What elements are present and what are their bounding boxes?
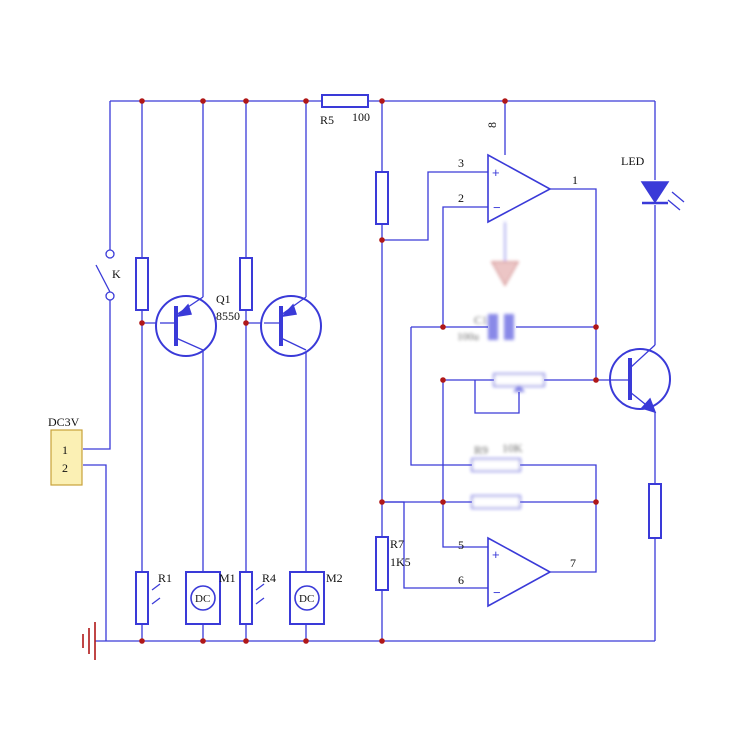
svg-text:−: − [493, 200, 501, 215]
node [243, 320, 249, 326]
ground-return-wire [83, 464, 107, 641]
c1-label: C1 [474, 313, 488, 327]
r7-label: R7 [390, 537, 404, 551]
resistor-r7 [375, 536, 389, 591]
opamp-upper-inv-wire [442, 206, 488, 327]
node [200, 98, 206, 104]
r4-label: R4 [262, 571, 276, 585]
node [139, 320, 145, 326]
power-connector [50, 429, 83, 486]
r5-label: R5 [320, 113, 334, 127]
terminal-1-label: 1 [62, 443, 68, 457]
pin8-label: 8 [485, 122, 499, 128]
photoresistor-r4 [239, 571, 265, 625]
q1-type: 8550 [216, 309, 240, 323]
pin1-label: 1 [572, 173, 578, 187]
svg-text:+: + [492, 547, 500, 562]
transistor-q1 [155, 295, 217, 357]
opamp-upper-output-wire [550, 188, 610, 381]
switch-label: K [112, 267, 121, 281]
node [502, 98, 508, 104]
node [440, 377, 446, 383]
node [379, 499, 385, 505]
node [440, 499, 446, 505]
resistor-base-q1 [135, 257, 149, 311]
r9-value: 10K [502, 441, 523, 455]
r9-label: R9 [474, 443, 488, 457]
pin7-label: 7 [570, 556, 576, 570]
junction-nodes [139, 98, 599, 644]
obscured-region: C1 100u R9 10K [457, 222, 545, 509]
opamp-lower-output-wire [550, 502, 597, 573]
node [243, 98, 249, 104]
node [593, 377, 599, 383]
node [303, 638, 309, 644]
node [139, 98, 145, 104]
switch-k [95, 249, 115, 301]
opamp-upper: + − [487, 153, 552, 224]
pin2-label: 2 [458, 191, 464, 205]
node [379, 638, 385, 644]
svg-text:+: + [492, 165, 500, 180]
opamp-lower-minus-wire [382, 501, 488, 589]
wires [83, 100, 656, 642]
node [593, 499, 599, 505]
led-diode [640, 181, 685, 211]
q1-label: Q1 [216, 292, 231, 306]
node [440, 324, 446, 330]
resistor-emitter [648, 483, 662, 539]
motor-m1 [185, 571, 221, 625]
m2-label: M2 [326, 571, 343, 585]
motor-m2 [289, 571, 325, 625]
opamp-lower: + − [487, 536, 552, 608]
transistor-q2 [260, 295, 322, 357]
photoresistor-r1 [135, 571, 161, 625]
r7-value: 1K5 [390, 555, 411, 569]
m1-dc-text: DC [195, 593, 210, 605]
pin6-label: 6 [458, 573, 464, 587]
power-label: DC3V [48, 415, 80, 429]
svg-text:−: − [493, 585, 501, 600]
trimmer-wiper-wire [474, 380, 520, 414]
m2-dc-text: DC [299, 593, 314, 605]
node [379, 237, 385, 243]
transistor-q3 [609, 344, 671, 414]
ground-symbol [82, 622, 96, 660]
node [200, 638, 206, 644]
terminal-2-label: 2 [62, 461, 68, 475]
r5-value: 100 [352, 110, 370, 124]
resistor-base-q2 [239, 257, 253, 311]
led-label: LED [621, 154, 645, 168]
left-supply-wire [83, 101, 111, 450]
node [379, 98, 385, 104]
node [593, 324, 599, 330]
node [243, 638, 249, 644]
pin5-label: 5 [458, 538, 464, 552]
pin3-label: 3 [458, 156, 464, 170]
r1-label: R1 [158, 571, 172, 585]
feedback-left-wire [410, 327, 597, 502]
resistor-divider-top [375, 171, 389, 225]
m1-label: M1 [219, 571, 236, 585]
c1-value: 100u [457, 331, 480, 343]
opamp-lower-plus-wire [442, 380, 488, 548]
opamp-upper-input-wire [382, 171, 488, 241]
node [139, 638, 145, 644]
node [303, 98, 309, 104]
resistor-r5 [321, 94, 369, 108]
